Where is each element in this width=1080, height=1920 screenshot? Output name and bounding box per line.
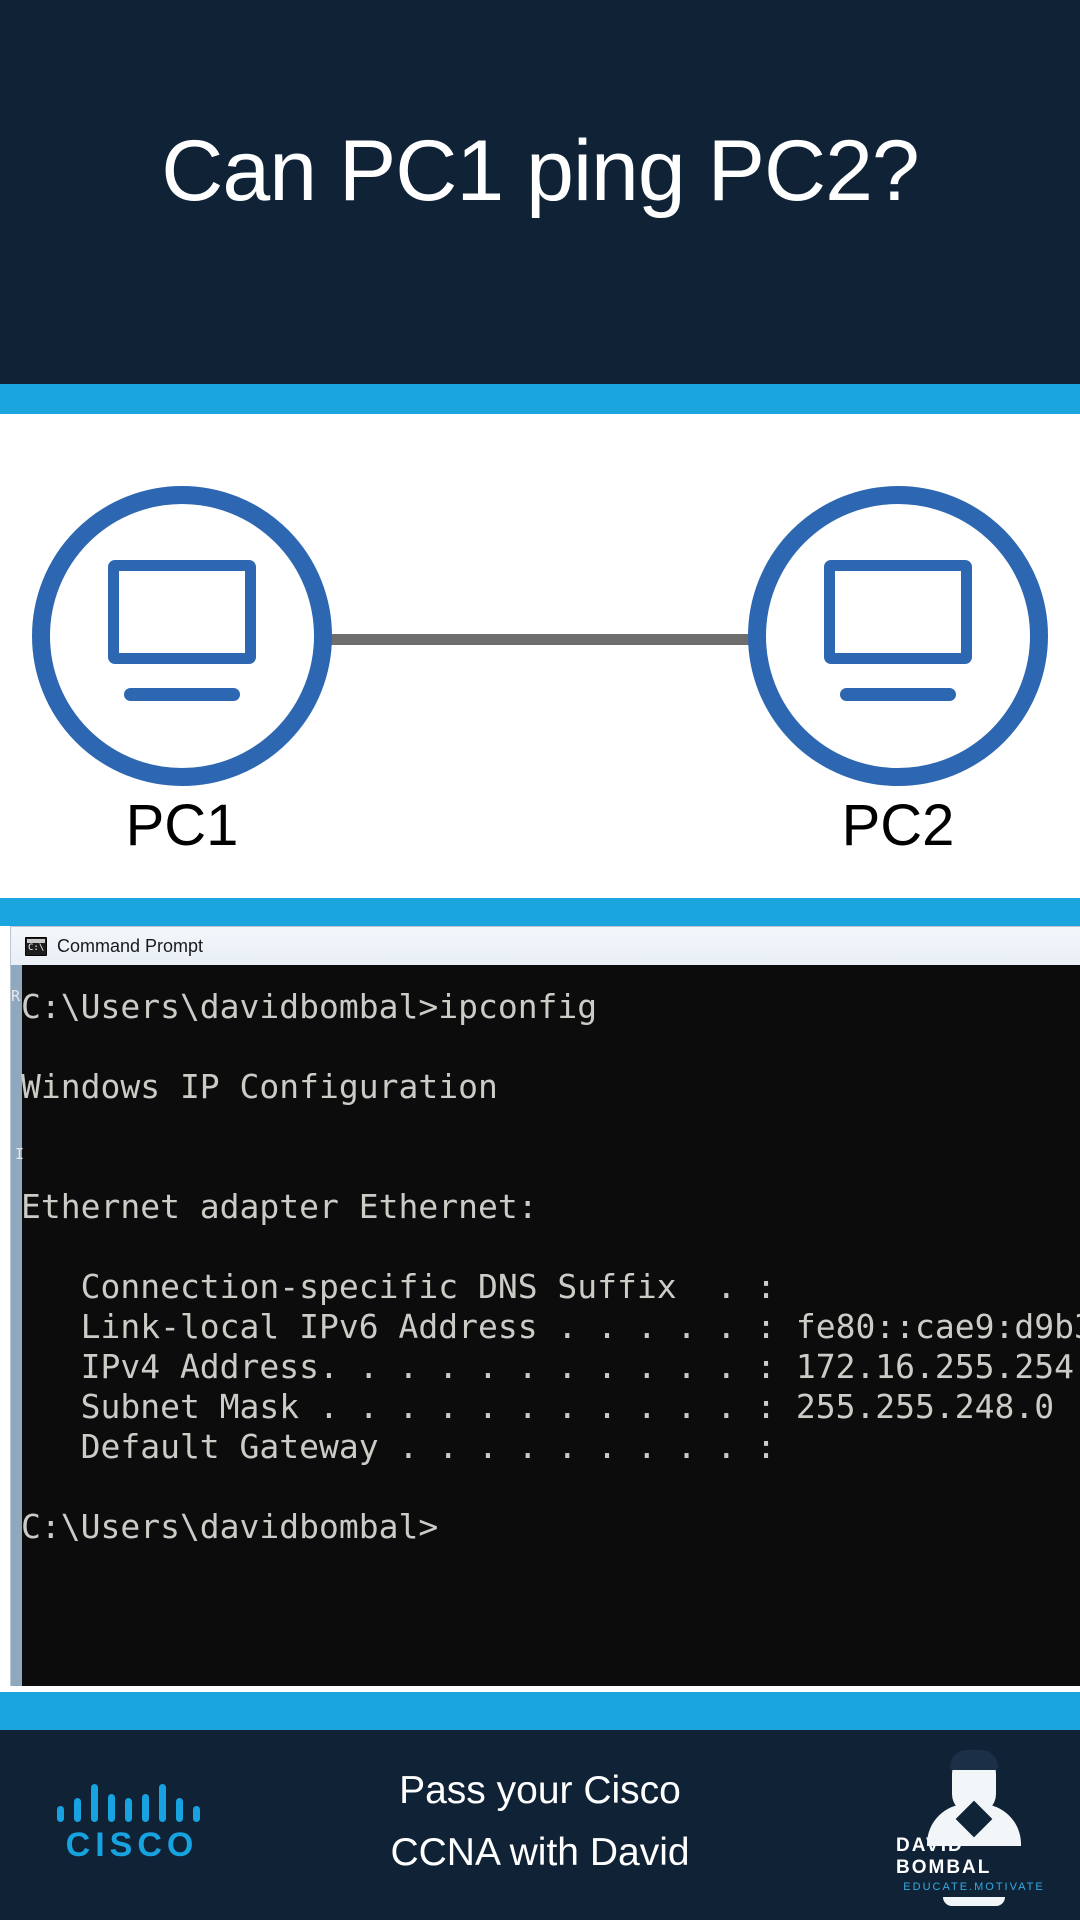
network-diagram: PC1 PC2	[0, 414, 1080, 908]
cisco-wordmark: CISCO	[65, 1826, 199, 1864]
desktop-computer-icon	[824, 560, 972, 664]
avatar-face	[919, 1750, 1029, 1846]
accent-stripe-bottom	[0, 1692, 1080, 1730]
accent-stripe-top	[0, 384, 1080, 414]
footer-bar: CISCO Pass your Cisco CCNA with David DA…	[0, 1730, 1080, 1920]
david-bombal-tagline: EDUCATE.MOTIVATE	[903, 1881, 1045, 1894]
node-pc1[interactable]: PC1	[32, 486, 332, 858]
terminal-output-area[interactable]: R I C:\Users\davidbombal>ipconfig Window…	[11, 965, 1080, 1686]
window-titlebar[interactable]: C:\. Command Prompt	[11, 927, 1080, 965]
command-prompt-icon-glyph: C:\.	[28, 942, 46, 953]
david-bombal-avatar-logo: DAVID BOMBAL EDUCATE.MOTIVATE	[896, 1750, 1052, 1906]
terminal-text: C:\Users\davidbombal>ipconfig Windows IP…	[21, 987, 1080, 1546]
background-letter-r: R	[11, 987, 21, 1005]
node-label-pc2: PC2	[841, 793, 955, 858]
link-cable	[330, 634, 750, 645]
desktop-computer-icon	[108, 560, 256, 664]
command-prompt-icon: C:\.	[25, 936, 47, 956]
command-prompt-window[interactable]: C:\. Command Prompt R I C:\Users\davidbo…	[10, 926, 1080, 1686]
avatar-arc	[943, 1897, 1005, 1906]
footer-tagline-line2: CCNA with David	[390, 1831, 690, 1874]
monitor-stand-icon	[124, 688, 240, 701]
header-banner: Can PC1 ping PC2?	[0, 0, 1080, 384]
window-title: Command Prompt	[57, 935, 204, 956]
footer-tagline: Pass your Cisco CCNA with David	[280, 1760, 800, 1884]
node-label-pc1: PC1	[125, 793, 239, 858]
terminal-left-gutter[interactable]	[11, 965, 22, 1686]
cisco-bridge-logo	[57, 1782, 207, 1822]
monitor-stand-icon	[840, 688, 956, 701]
footer-tagline-line1: Pass your Cisco	[399, 1769, 681, 1812]
accent-stripe-middle	[0, 898, 1080, 926]
page-title: Can PC1 ping PC2?	[161, 123, 919, 219]
background-letter-i: I	[15, 1145, 25, 1163]
node-pc2[interactable]: PC2	[748, 486, 1048, 858]
cisco-logo: CISCO	[22, 1782, 242, 1882]
